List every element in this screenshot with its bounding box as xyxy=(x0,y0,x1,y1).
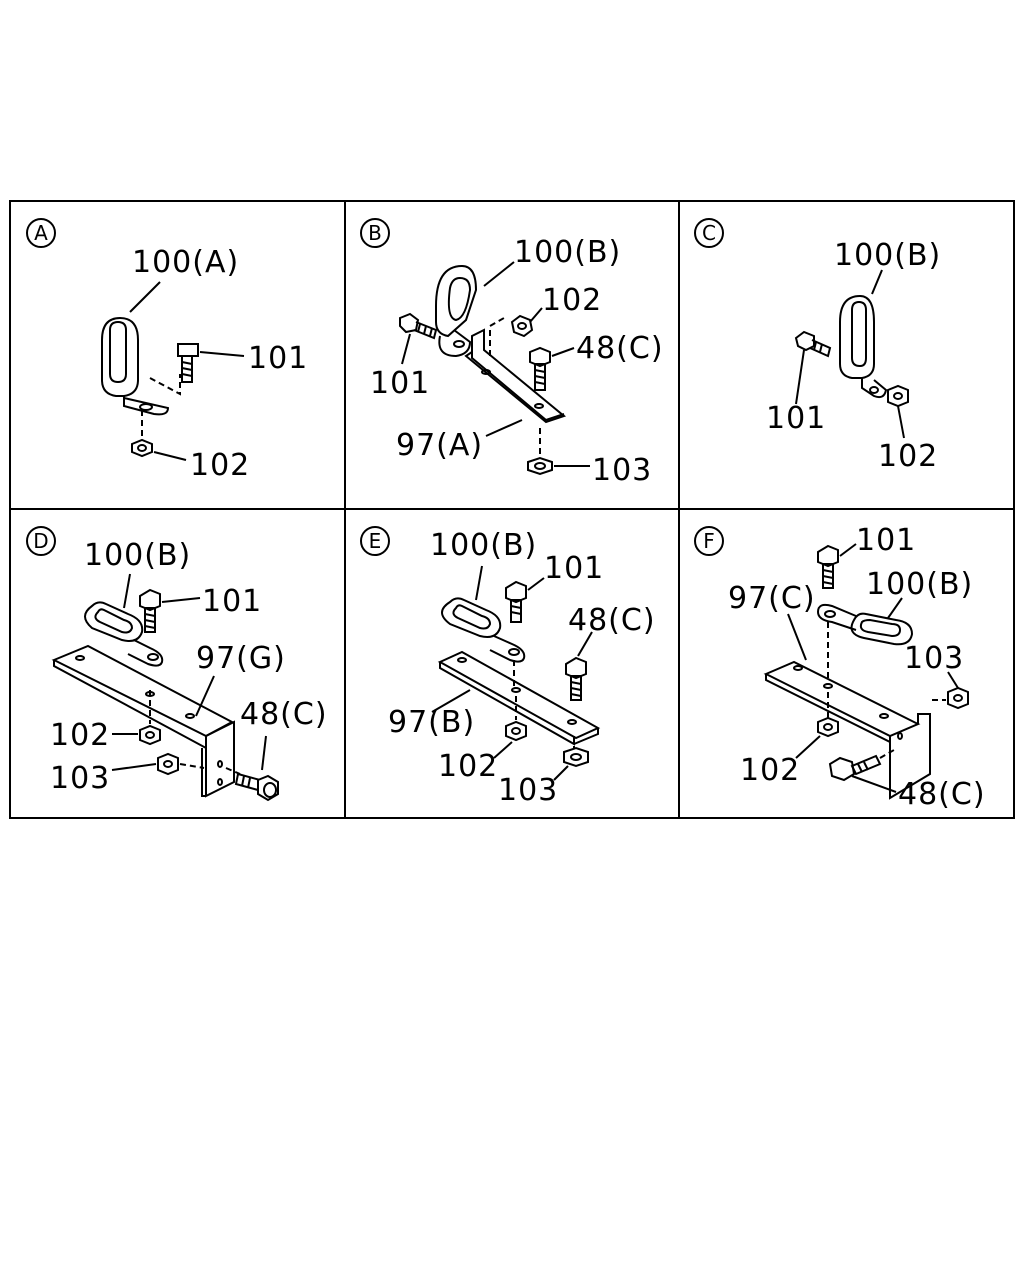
label-97-c: 97(C) xyxy=(728,581,816,616)
label-100-b: 100(B) xyxy=(834,238,941,273)
nut-part xyxy=(563,736,589,768)
clip-part xyxy=(101,316,170,416)
label-48-c: 48(C) xyxy=(576,331,664,366)
label-102: 102 xyxy=(542,283,602,318)
bolt-part xyxy=(529,346,551,391)
nut-part xyxy=(527,428,553,476)
bolt-part xyxy=(177,343,199,383)
label-101: 101 xyxy=(766,401,826,436)
label-103: 103 xyxy=(592,453,652,488)
bracket-part xyxy=(763,660,931,800)
panel-e: E 100(B) 101 48(C) xyxy=(360,526,656,808)
bolt-part xyxy=(817,544,839,589)
label-102: 102 xyxy=(50,718,110,753)
label-100-b: 100(B) xyxy=(430,528,537,563)
label-101: 101 xyxy=(370,366,430,401)
panel-c-id: C xyxy=(702,221,716,245)
panel-a-id: A xyxy=(34,221,48,245)
clip-part xyxy=(839,294,888,399)
nut-part xyxy=(139,724,161,746)
panel-b: B 100(B) 102 101 xyxy=(360,218,664,488)
panel-d: D 100(B) 101 xyxy=(26,526,328,802)
nut-part xyxy=(817,692,839,738)
panel-f: F 101 100(B) xyxy=(694,523,986,812)
label-100-b: 100(B) xyxy=(84,538,191,573)
grid-frame xyxy=(9,200,1015,819)
panel-a: A 100(A) 101 102 xyxy=(26,218,308,483)
label-101: 101 xyxy=(202,584,262,619)
nut-part xyxy=(947,686,969,710)
panel-c-marker-circle xyxy=(694,218,724,248)
clip-part xyxy=(84,601,164,667)
panel-d-marker-circle xyxy=(26,526,56,556)
label-48-c: 48(C) xyxy=(240,697,328,732)
label-97-g: 97(G) xyxy=(196,641,286,676)
label-97-b: 97(B) xyxy=(388,705,475,740)
panel-f-id: F xyxy=(703,529,715,553)
label-101: 101 xyxy=(544,551,604,586)
nut-part xyxy=(510,314,534,338)
bracket-part xyxy=(464,328,567,424)
nut-part xyxy=(131,410,153,458)
panel-e-id: E xyxy=(369,529,382,553)
label-100-a: 100(A) xyxy=(132,245,239,280)
bolt-part xyxy=(565,656,587,701)
bolt-part xyxy=(828,754,882,782)
label-102: 102 xyxy=(740,753,800,788)
nut-part xyxy=(887,384,909,408)
panel-c: C 100(B) 101 102 xyxy=(694,218,941,474)
panel-b-id: B xyxy=(368,221,382,245)
label-48-c: 48(C) xyxy=(568,603,656,638)
panel-f-marker-circle xyxy=(694,526,724,556)
bolt-part xyxy=(505,580,527,623)
label-103: 103 xyxy=(498,773,558,808)
label-97-a: 97(A) xyxy=(396,428,483,463)
bolt-part xyxy=(139,588,161,633)
label-101: 101 xyxy=(856,523,916,558)
label-48-c: 48(C) xyxy=(898,777,986,812)
panel-e-marker-circle xyxy=(360,526,390,556)
nut-part xyxy=(157,752,179,776)
bolt-part xyxy=(794,330,832,358)
label-101: 101 xyxy=(248,341,308,376)
label-100-b: 100(B) xyxy=(866,567,973,602)
label-103: 103 xyxy=(50,761,110,796)
panel-a-marker-circle xyxy=(26,218,56,248)
bolt-part xyxy=(399,312,438,340)
label-102: 102 xyxy=(438,749,498,784)
label-102: 102 xyxy=(878,439,938,474)
bolt-part xyxy=(234,772,279,802)
clip-part xyxy=(435,264,478,358)
label-102: 102 xyxy=(190,448,250,483)
bracket-part xyxy=(51,644,235,798)
nut-part xyxy=(505,696,527,742)
panel-b-marker-circle xyxy=(360,218,390,248)
label-103: 103 xyxy=(904,641,964,676)
label-100-b: 100(B) xyxy=(514,235,621,270)
clip-part xyxy=(816,603,914,646)
panel-d-id: D xyxy=(33,529,48,553)
